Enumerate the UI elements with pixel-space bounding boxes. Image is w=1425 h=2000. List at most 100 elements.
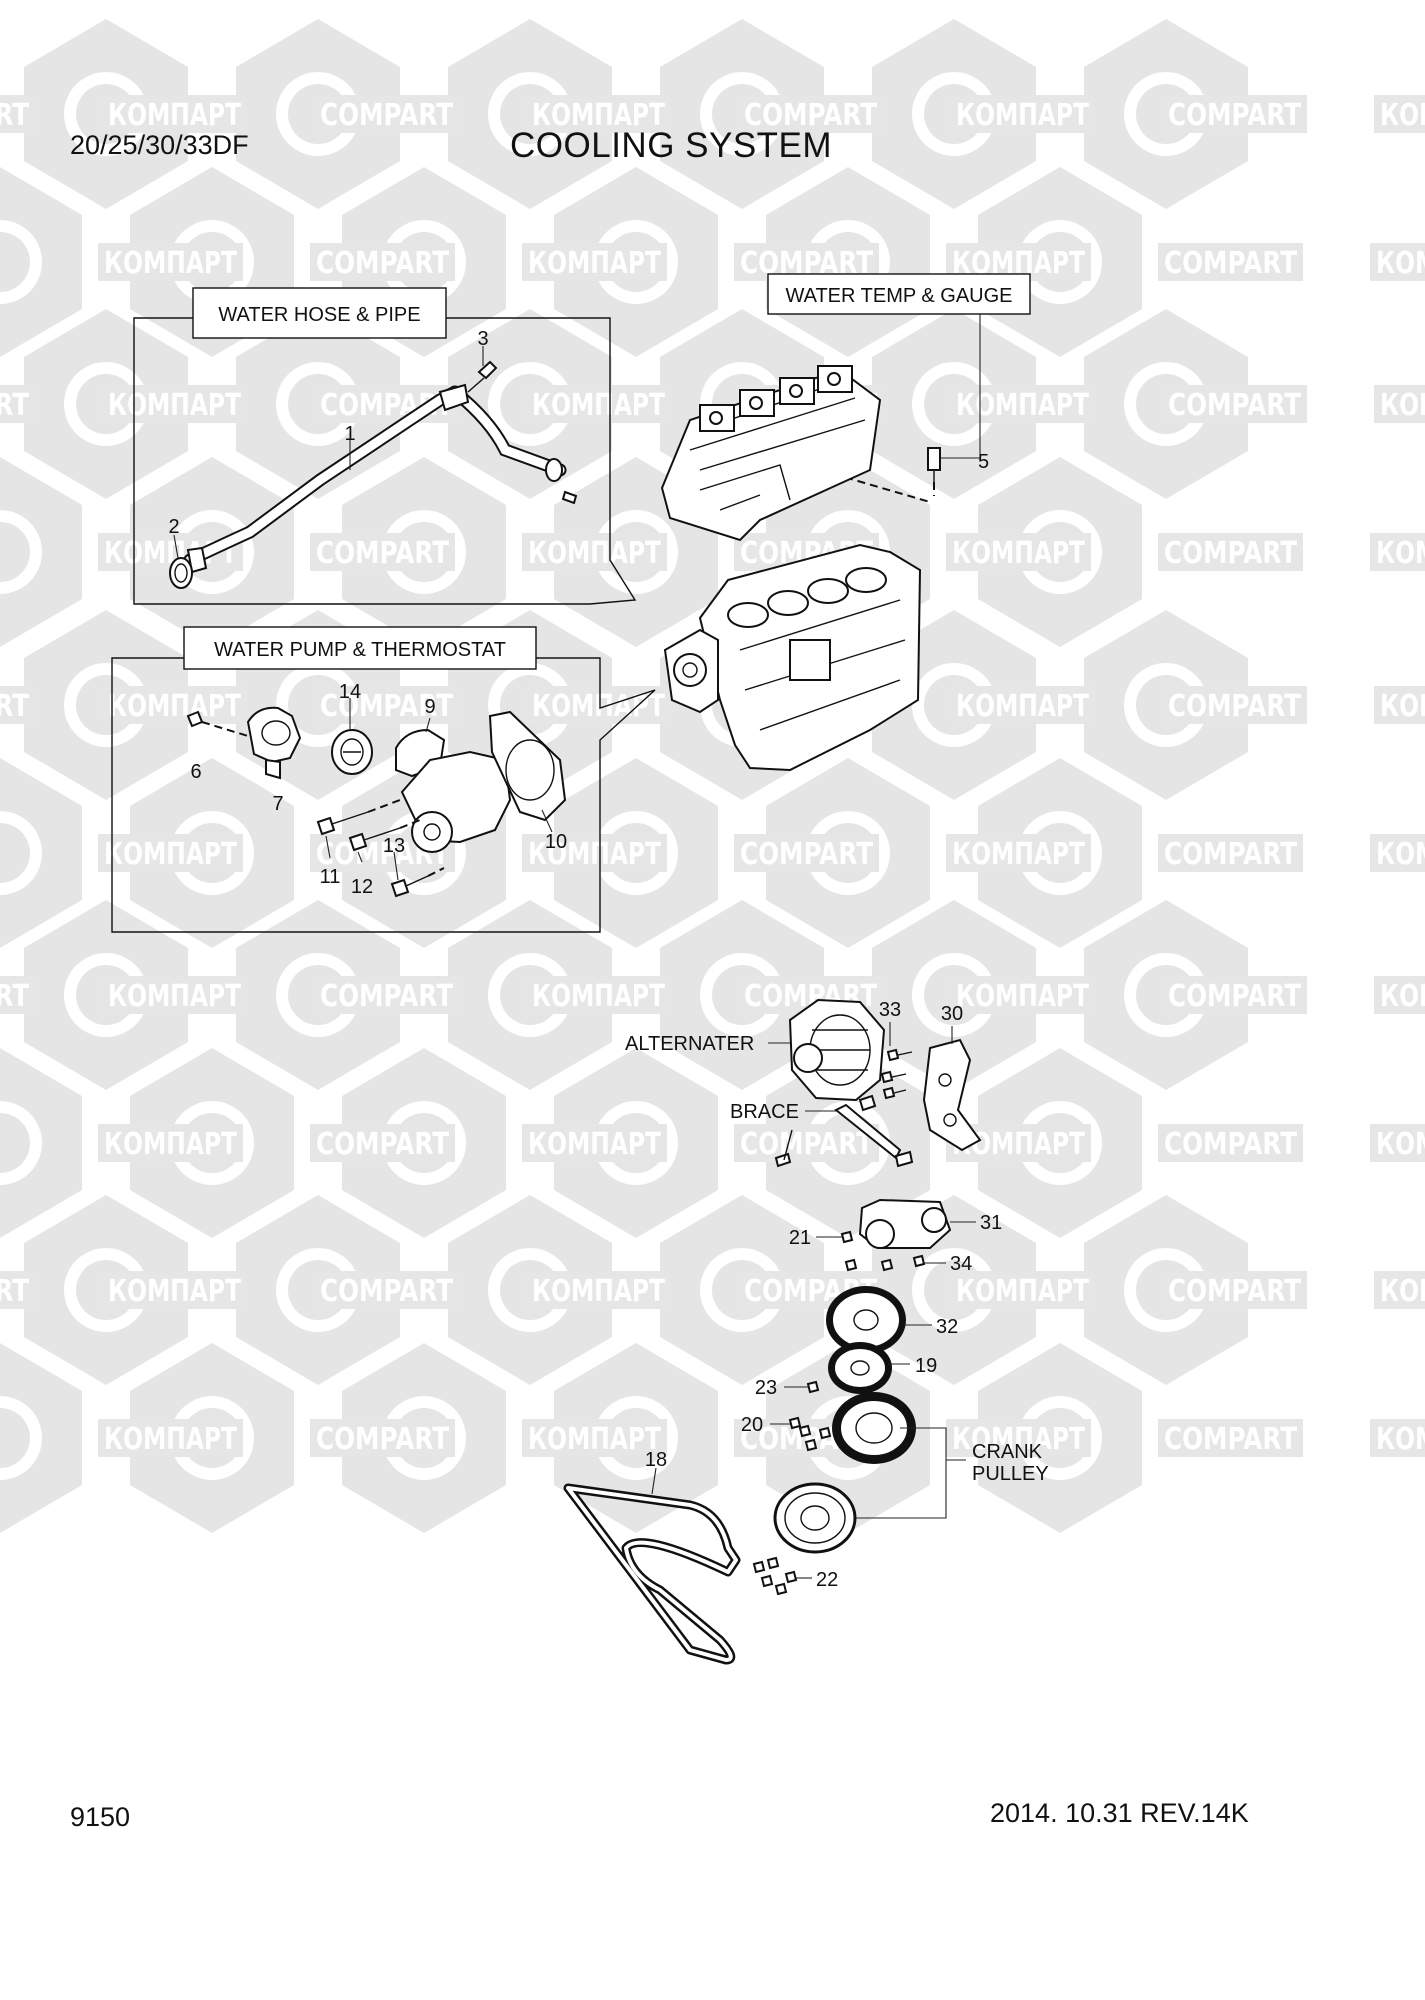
watermark-text: КОМПАРТ: [956, 98, 1089, 133]
group-alternator: ALTERNATER BRACE 33 30: [625, 998, 982, 1168]
svg-text:19: 19: [915, 1355, 937, 1377]
svg-text:14: 14: [339, 681, 361, 703]
watermark-text: КОМПАРТ: [952, 1422, 1085, 1457]
part-number-23: 23: [755, 1377, 808, 1399]
watermark-text: КОМПАРТ: [1376, 837, 1425, 872]
group-water-hose-pipe: WATER HOSE & PIPE 1 2 3: [133, 287, 637, 605]
part-number-20: 20: [741, 1414, 790, 1436]
watermark-text: COMPART: [316, 1127, 449, 1162]
model-code: 20/25/30/33DF: [70, 130, 249, 160]
svg-text:12: 12: [351, 876, 373, 898]
watermark-text: COMPART: [0, 98, 29, 133]
part-number-18: 18: [645, 1449, 667, 1495]
watermark-text: КОМПАРТ: [956, 689, 1089, 724]
watermark-text: COMPART: [0, 388, 29, 423]
watermark-text: КОМПАРТ: [528, 246, 661, 281]
svg-text:32: 32: [936, 1316, 958, 1338]
watermark-text: КОМПАРТ: [108, 979, 241, 1014]
watermark-text: COMPART: [316, 1422, 449, 1457]
revision-date: 2014. 10.31 REV.14K: [990, 1798, 1249, 1828]
svg-text:34: 34: [950, 1253, 972, 1275]
svg-text:20: 20: [741, 1414, 763, 1436]
svg-text:3: 3: [477, 328, 488, 350]
watermark-text: COMPART: [740, 837, 873, 872]
watermark-text: КОМПАРТ: [532, 1274, 665, 1309]
watermark-text: COMPART: [1164, 1422, 1297, 1457]
watermark-text: COMPART: [1164, 1127, 1297, 1162]
watermark-text: COMPART: [320, 1274, 453, 1309]
watermark-text: КОМПАРТ: [956, 388, 1089, 423]
watermark-text: КОМПАРТ: [1380, 689, 1425, 724]
group-label-water-pump-thermostat: WATER PUMP & THERMOSTAT: [214, 639, 506, 661]
svg-text:22: 22: [816, 1569, 838, 1591]
watermark-text: КОМПАРТ: [104, 1127, 237, 1162]
watermark-text: КОМПАРТ: [1380, 388, 1425, 423]
svg-text:6: 6: [190, 761, 201, 783]
part-number-13: 13: [383, 835, 405, 881]
watermark-text: КОМПАРТ: [108, 689, 241, 724]
svg-text:5: 5: [978, 451, 989, 473]
watermark-text: КОМПАРТ: [1376, 536, 1425, 571]
page-number: 9150: [70, 1802, 131, 1832]
engine-cylinder-head: [660, 365, 882, 542]
watermark-text: COMPART: [0, 1274, 29, 1309]
svg-text:18: 18: [645, 1449, 667, 1471]
part-number-7: 7: [272, 793, 283, 815]
part-number-33: 33: [879, 999, 901, 1046]
crank-pulley-label-line1: CRANK: [972, 1441, 1043, 1463]
watermark-text: КОМПАРТ: [532, 979, 665, 1014]
watermark-text: КОМПАРТ: [956, 1274, 1089, 1309]
part-number-2: 2: [168, 516, 180, 559]
watermark-text: КОМПАРТ: [956, 979, 1089, 1014]
watermark-text: COMPART: [1164, 536, 1297, 571]
part-number-34: 34: [924, 1253, 972, 1275]
svg-text:10: 10: [545, 831, 567, 853]
part-number-14: 14: [339, 681, 361, 730]
group-pulleys: CRANK PULLEY 32 19 23 20 22: [741, 1286, 1049, 1596]
alternater-label: ALTERNATER: [625, 1033, 754, 1055]
part-number-6: 6: [190, 761, 201, 783]
watermark-text: КОМПАРТ: [104, 837, 237, 872]
part-number-21: 21: [789, 1227, 842, 1249]
svg-text:30: 30: [941, 1003, 963, 1025]
watermark-text: COMPART: [744, 98, 877, 133]
watermark-text: КОМПАРТ: [1380, 979, 1425, 1014]
v-belt: 18: [563, 1449, 741, 1665]
watermark-text: КОМПАРТ: [108, 388, 241, 423]
watermark-text: КОМПАРТ: [108, 1274, 241, 1309]
watermark-text: COMPART: [1168, 98, 1301, 133]
svg-text:11: 11: [320, 866, 341, 888]
part-number-31: 31: [950, 1212, 1002, 1234]
watermark-text: КОМПАРТ: [528, 1127, 661, 1162]
svg-text:21: 21: [789, 1227, 811, 1249]
watermark-text: COMPART: [1168, 979, 1301, 1014]
svg-text:9: 9: [424, 696, 435, 718]
watermark-text: КОМПАРТ: [1376, 1127, 1425, 1162]
svg-text:1: 1: [344, 423, 355, 445]
svg-text:13: 13: [383, 835, 405, 857]
page-title: COOLING SYSTEM: [510, 126, 833, 165]
watermark-text: COMPART: [1164, 837, 1297, 872]
watermark-text: КОМПАРТ: [532, 388, 665, 423]
group-label-water-temp-gauge: WATER TEMP & GAUGE: [785, 285, 1012, 307]
part-number-30: 30: [941, 1003, 963, 1044]
watermark-text: COMPART: [1164, 246, 1297, 281]
group-water-pump-thermostat: WATER PUMP & THERMOSTAT 6 7 14 9: [111, 626, 656, 933]
watermark-text: COMPART: [1168, 1274, 1301, 1309]
watermark-text: КОМПАРТ: [104, 246, 237, 281]
part-number-1: 1: [344, 423, 356, 470]
part-number-11: 11: [320, 835, 341, 888]
part-number-5: 5: [978, 451, 989, 473]
watermark-text: КОМПАРТ: [532, 689, 665, 724]
part-number-22: 22: [796, 1569, 838, 1591]
watermark-text: COMPART: [0, 689, 29, 724]
watermark-text: КОМПАРТ: [1380, 98, 1425, 133]
watermark-text: КОМПАРТ: [952, 837, 1085, 872]
watermark-text: КОМПАРТ: [528, 536, 661, 571]
part-number-19: 19: [888, 1355, 937, 1377]
watermark-text: COMPART: [316, 246, 449, 281]
watermark-text: COMPART: [320, 689, 453, 724]
watermark-text: КОМПАРТ: [104, 1422, 237, 1457]
